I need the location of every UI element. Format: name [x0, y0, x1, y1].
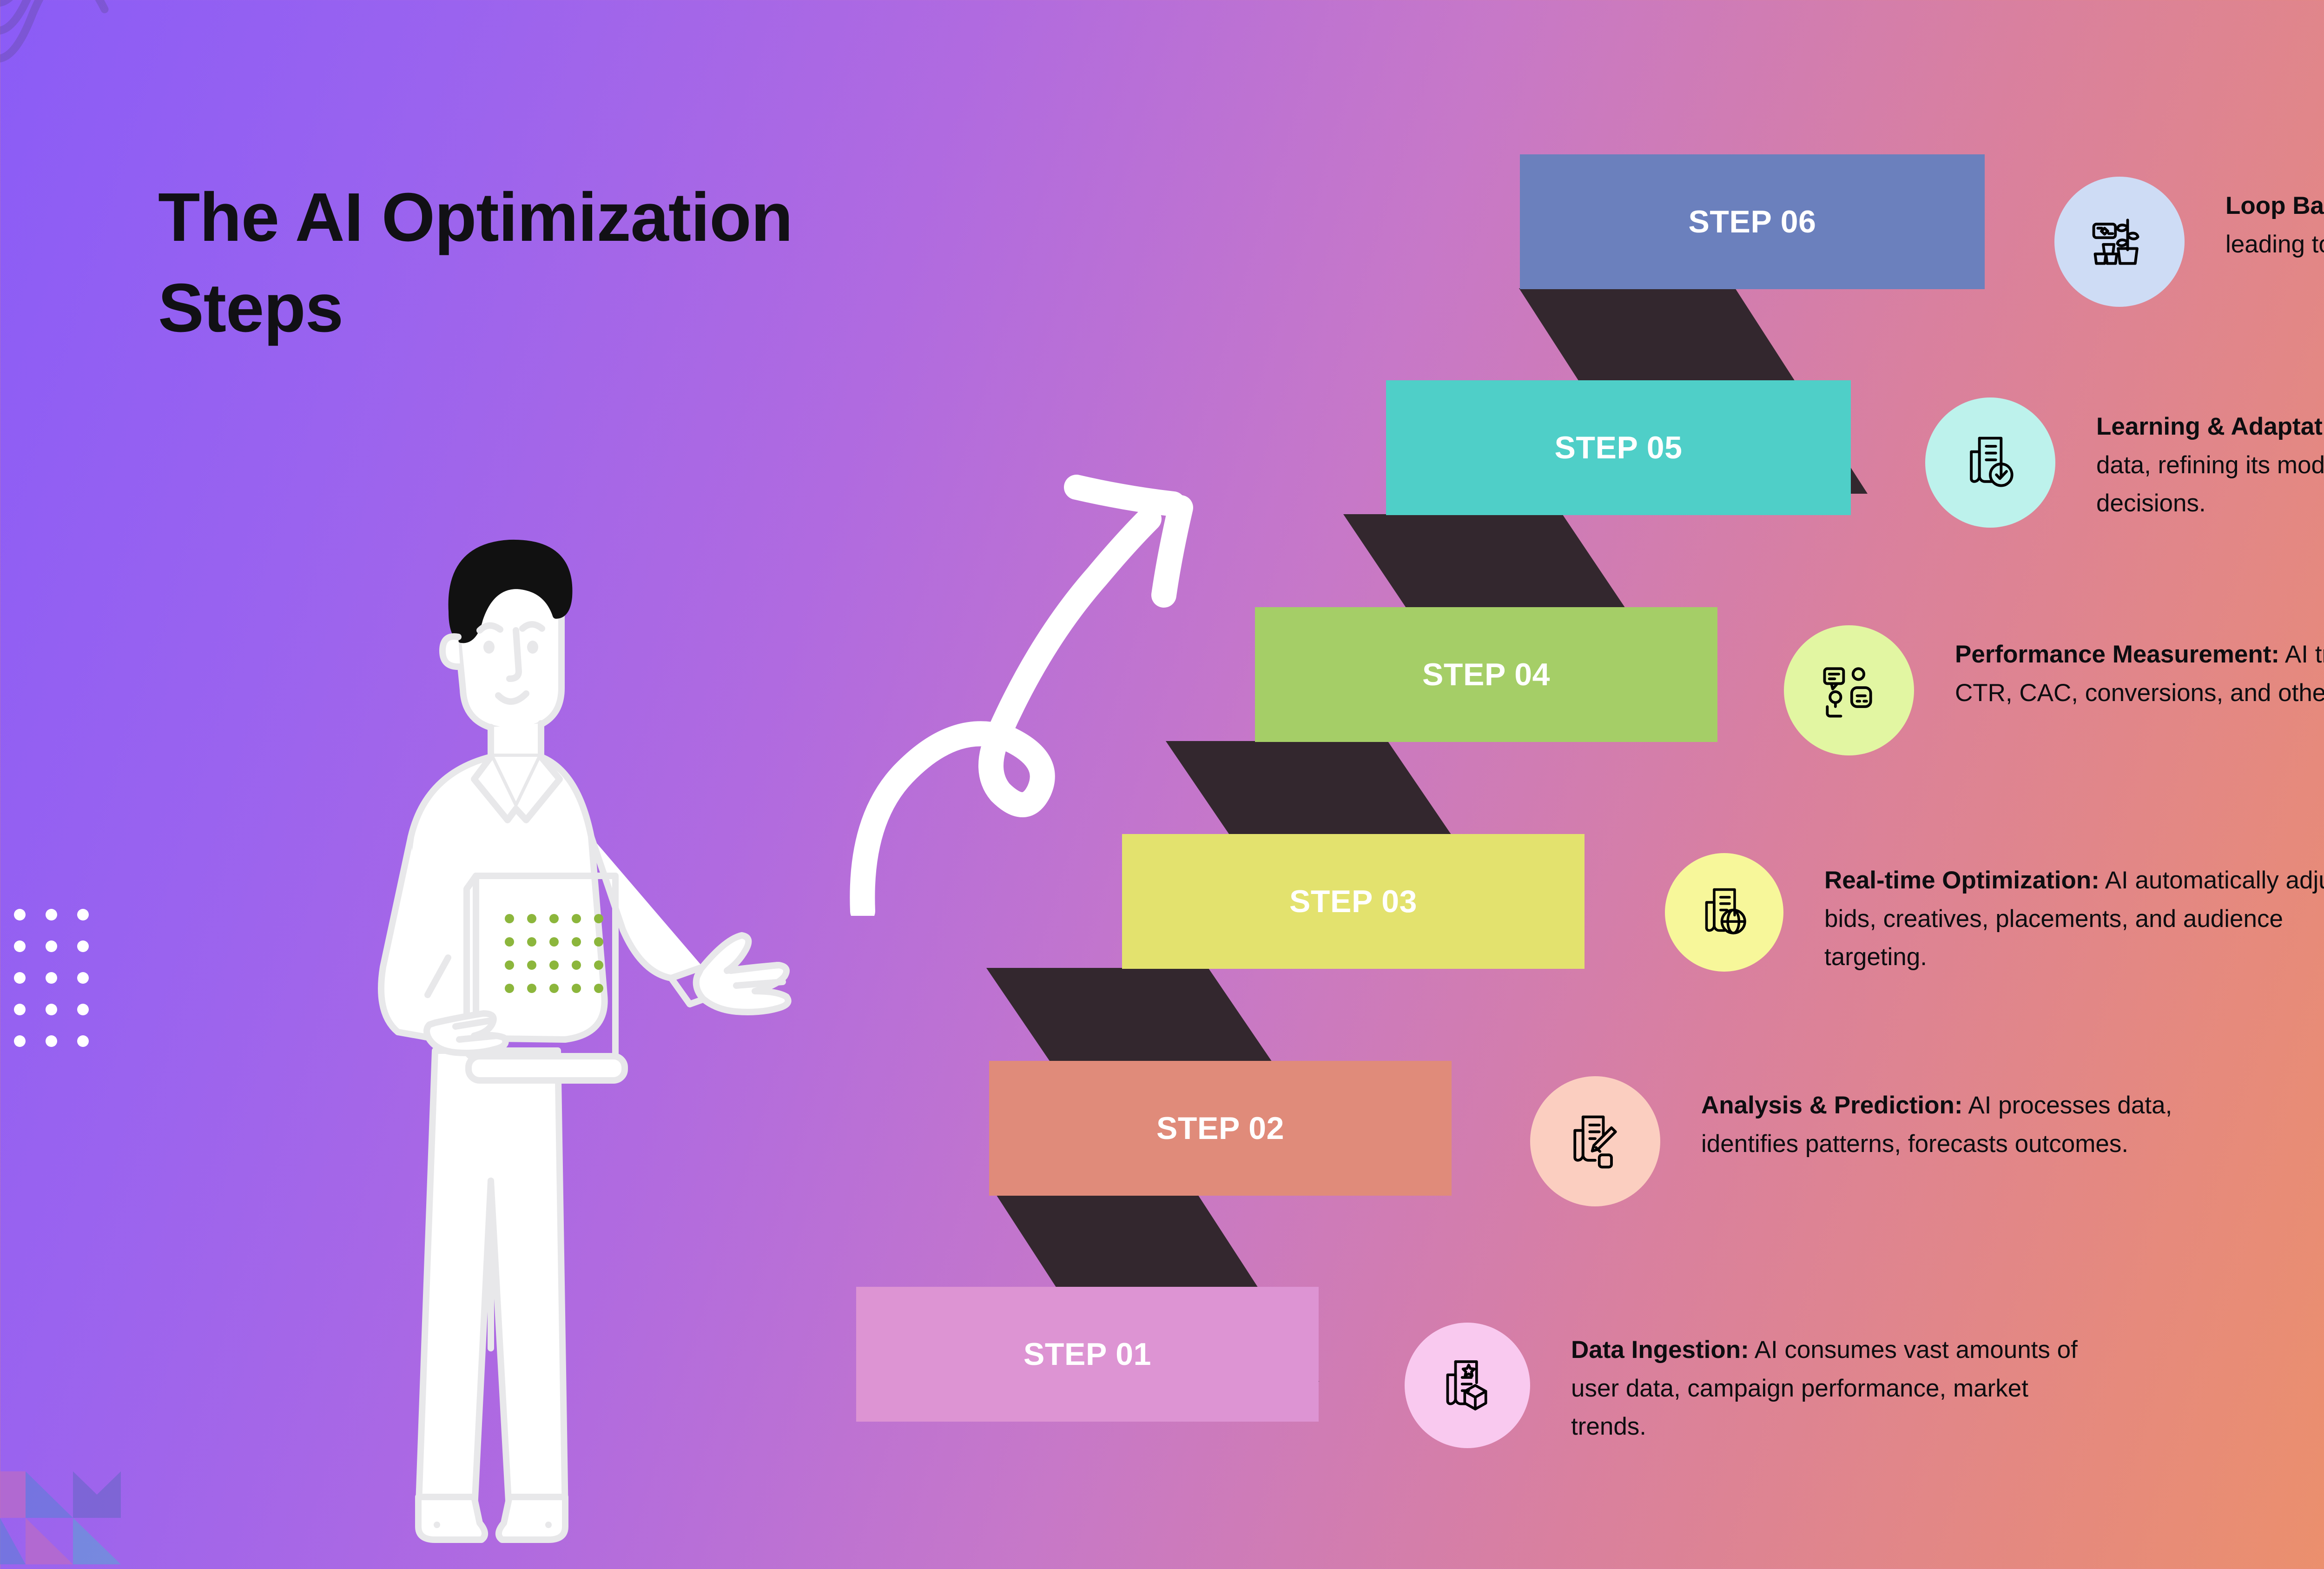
dot	[46, 972, 57, 984]
dot	[46, 940, 57, 952]
chat-nodes-network-icon	[1823, 667, 1872, 718]
dot	[46, 909, 57, 920]
page-title-line-1: The AI Optimization	[158, 179, 793, 256]
document-star-box-icon	[1446, 1360, 1487, 1410]
step-detail-06: Loop Back: The cycle continuously repeat…	[2054, 177, 2324, 307]
step-detail-05: Learning & Adaptation: AI learns from ne…	[1925, 397, 2324, 528]
step-detail-01: Data Ingestion: AI consumes vast amounts…	[1405, 1323, 2111, 1448]
document-pen-edit-icon	[1573, 1115, 1617, 1169]
plant-growth-investment-icon	[2092, 218, 2139, 265]
step-bar-02[interactable]: STEP 02	[989, 1061, 1452, 1196]
step-detail-05-body: AI learns from new data, refining its mo…	[2096, 451, 2324, 517]
step-detail-02: Analysis & Prediction: AI processes data…	[1530, 1076, 2227, 1206]
badge-06	[2054, 177, 2185, 307]
dot	[14, 1004, 26, 1015]
dot	[46, 1035, 57, 1047]
step-detail-06-text: Loop Back: The cycle continuously repeat…	[2225, 177, 2324, 264]
step-detail-02-body: AI processes data, identifies patterns, …	[1701, 1092, 2172, 1158]
curved-looping-arrow	[850, 475, 1193, 916]
step-bar-label: STEP 01	[1023, 1337, 1152, 1372]
step-bar-03[interactable]: STEP 03	[1122, 834, 1585, 969]
step-detail-05-heading: Learning & Adaptation:	[2096, 413, 2324, 440]
dot	[77, 1004, 89, 1015]
step-bar-04[interactable]: STEP 04	[1255, 607, 1717, 742]
step-detail-06-heading: Loop Back:	[2225, 192, 2324, 219]
badge-03	[1665, 853, 1783, 972]
dot	[77, 972, 89, 984]
badge-01	[1405, 1323, 1530, 1448]
dot	[77, 940, 89, 952]
badge-04	[1784, 625, 1914, 755]
dot	[14, 909, 26, 920]
step-detail-02-heading: Analysis & Prediction:	[1701, 1092, 1963, 1119]
step-detail-04-body: AI tracks real-time CTR, CAC, conversion…	[1955, 641, 2324, 707]
document-check-verified-icon	[1970, 437, 2014, 487]
dot	[14, 972, 26, 984]
step-detail-01-body: AI consumes vast amounts of user data, c…	[1571, 1336, 2078, 1441]
triangle-decoration	[0, 1471, 121, 1564]
badge-02	[1530, 1076, 1660, 1206]
step-detail-02-text: Analysis & Prediction: AI processes data…	[1701, 1076, 2226, 1163]
page-title: The AI Optimization Steps	[158, 172, 1181, 354]
dot	[14, 1035, 26, 1047]
step-bar-label: STEP 02	[1156, 1111, 1285, 1146]
dot	[14, 940, 26, 952]
step-detail-04: Performance Measurement: AI tracks real-…	[1784, 625, 2324, 755]
badge-05	[1925, 397, 2055, 528]
step-detail-04-text: Performance Measurement: AI tracks real-…	[1955, 625, 2324, 712]
step-detail-03-text: Real-time Optimization: AI automatically…	[1824, 853, 2324, 977]
step-bar-05[interactable]: STEP 05	[1386, 380, 1851, 515]
wave-decoration	[0, 0, 109, 63]
step-detail-03-body: AI automatically adjusts bids, creatives…	[1824, 867, 2324, 971]
dot	[46, 1004, 57, 1015]
step-detail-05-text: Learning & Adaptation: AI learns from ne…	[2096, 397, 2324, 523]
step-detail-03-heading: Real-time Optimization:	[1824, 867, 2100, 894]
step-bar-label: STEP 05	[1554, 430, 1683, 465]
dot	[77, 1035, 89, 1047]
step-bar-label: STEP 06	[1688, 204, 1816, 239]
step-detail-01-heading: Data Ingestion:	[1571, 1336, 1749, 1364]
step-detail-06-body: The cycle continuously repeats, leading …	[2225, 230, 2324, 258]
step-detail-04-heading: Performance Measurement:	[1955, 641, 2280, 668]
step-bar-label: STEP 04	[1422, 657, 1551, 692]
dot-grid-left	[14, 909, 109, 1067]
document-globe-icon	[1705, 888, 1746, 934]
businessman-presenting-illustration	[378, 539, 792, 1543]
step-bar-01[interactable]: STEP 01	[856, 1287, 1319, 1422]
step-bar-label: STEP 03	[1289, 884, 1418, 919]
dot	[77, 909, 89, 920]
page-title-line-2: Steps	[158, 270, 343, 347]
step-bar-06[interactable]: STEP 06	[1520, 154, 1985, 289]
step-detail-03: Real-time Optimization: AI automatically…	[1665, 853, 2324, 977]
step-detail-01-text: Data Ingestion: AI consumes vast amounts…	[1571, 1323, 2106, 1446]
